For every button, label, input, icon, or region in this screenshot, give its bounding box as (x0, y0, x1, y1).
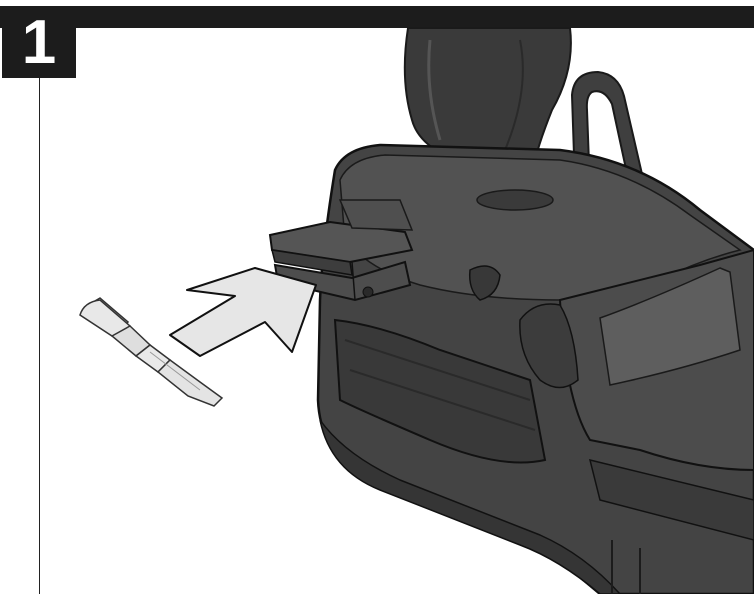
tool-handle (405, 28, 571, 165)
insert-arrow (170, 268, 316, 356)
